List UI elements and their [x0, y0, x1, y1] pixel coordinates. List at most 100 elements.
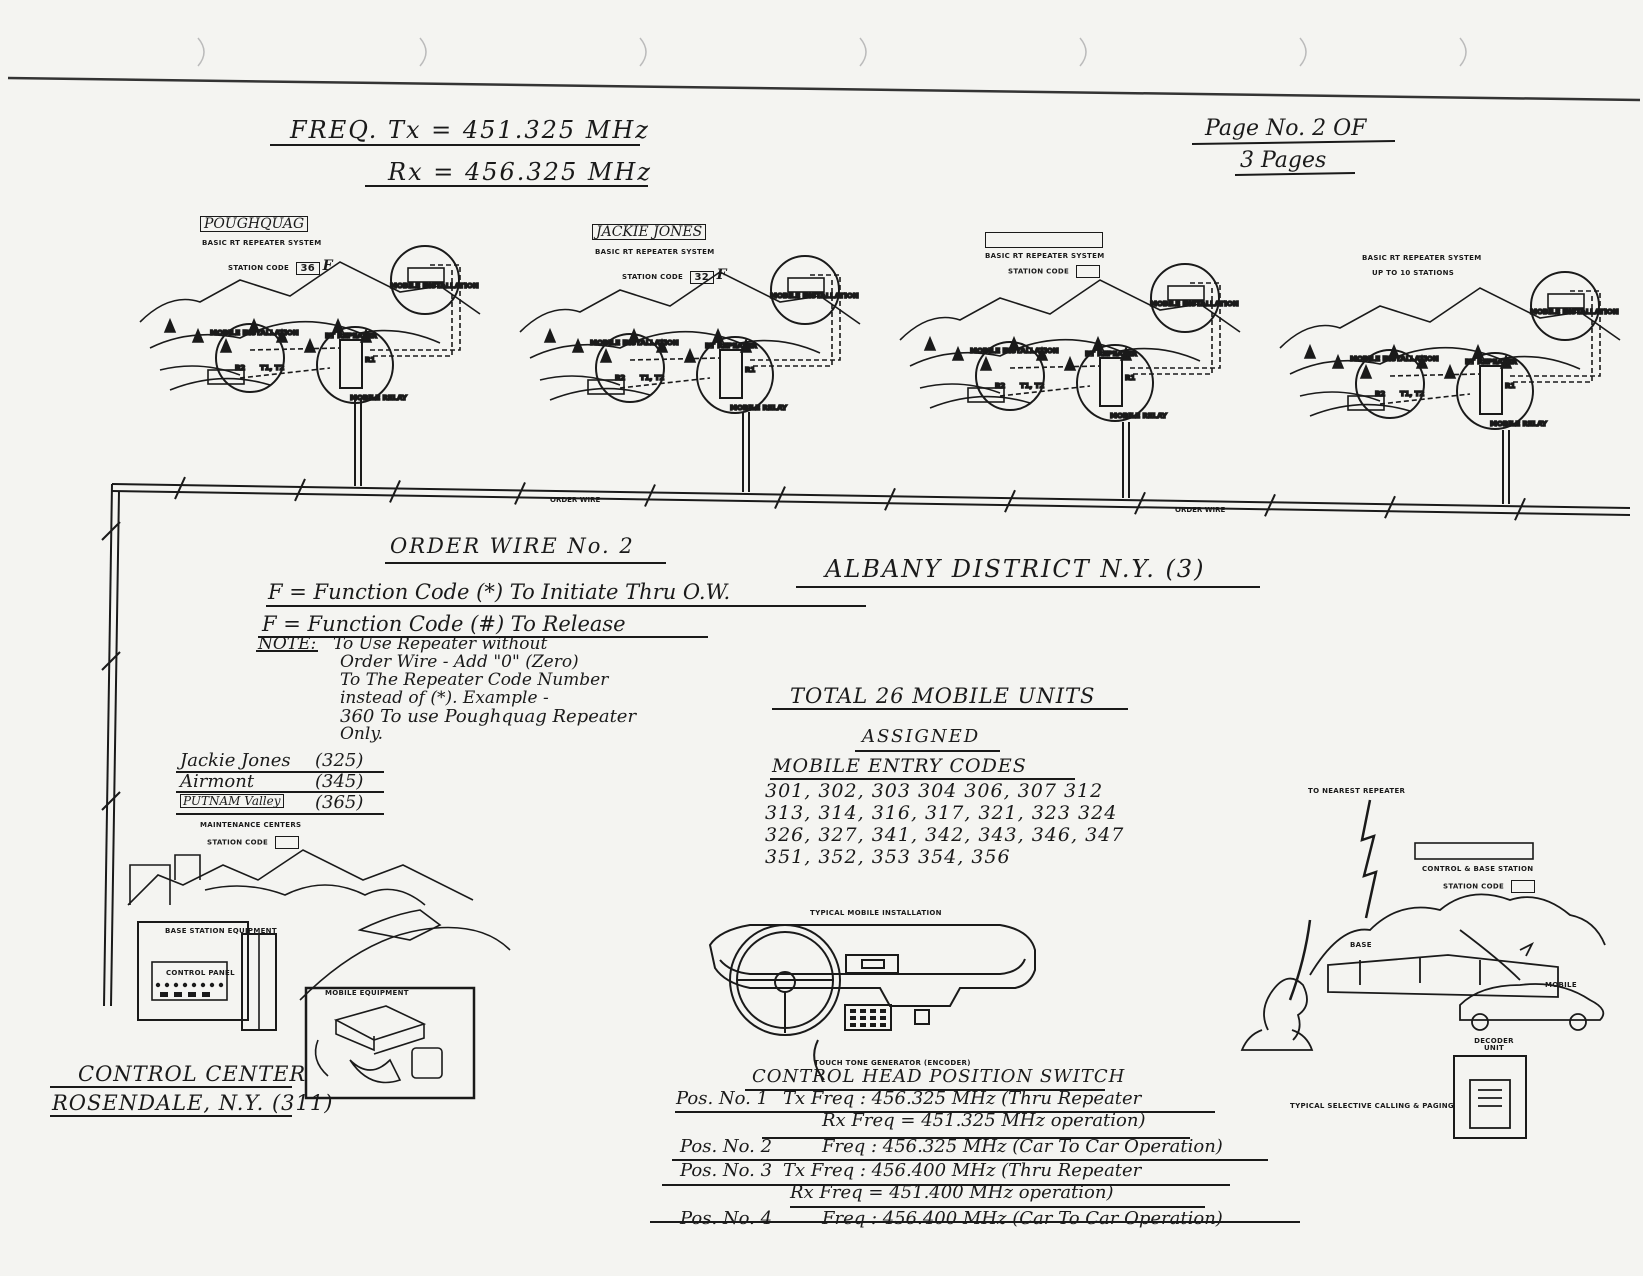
position-label: Pos. No. 1 — [676, 1088, 769, 1109]
base-label: BASE — [1350, 941, 1372, 949]
note-label: NOTE: — [258, 634, 317, 654]
mobile-relay-label: MOBILE RELAY — [730, 404, 788, 412]
repeater-code: (325) — [315, 750, 364, 771]
typical-mobile-label: TYPICAL MOBILE INSTALLATION — [810, 909, 942, 917]
control-center-illustration — [127, 849, 511, 1100]
freq-rx: Rx = 456.325 MHz — [388, 158, 652, 186]
system-subtitle-3: BASIC RT REPEATER SYSTEM — [985, 252, 1105, 260]
station-code-2: STATION CODE 32 F — [622, 268, 727, 284]
mobile-equipment-label: MOBILE EQUIPMENT — [325, 989, 409, 997]
note-line: To Use Repeater without — [333, 634, 548, 654]
decoder-label: DECODER UNIT — [1474, 1037, 1514, 1052]
system-name-box-3 — [985, 232, 1103, 248]
mobile-installation-label: MOBILE INSTALLATION — [770, 292, 859, 300]
district-title: ALBANY DISTRICT N.Y. (3) — [825, 555, 1206, 583]
base-station-equipment-label: BASE STATION EQUIPMENT — [165, 927, 277, 935]
mobile-label: MOBILE — [1545, 981, 1577, 989]
control-base-code-value — [1510, 880, 1535, 893]
freq-tx: FREQ. Tx = 451.325 MHz — [290, 116, 650, 144]
position-label: Pos. No. 2 — [680, 1136, 773, 1157]
order-wire-label: ORDER WIRE — [1175, 506, 1225, 514]
position-line: Freq : 456.400 MHz (Car To Car Operation… — [822, 1208, 1223, 1229]
r1-label: R1 — [745, 366, 755, 374]
order-wire-line — [103, 483, 1631, 1007]
t1t2-label: T1, T2 — [1020, 382, 1045, 390]
rt-repeater-label: RT REPEATER — [1465, 358, 1518, 366]
maintenance-code: STATION CODE — [207, 836, 299, 849]
repeater-name: Airmont — [180, 771, 255, 792]
t1t2-label: T1, T2 — [640, 374, 665, 382]
control-base-station-code: STATION CODE — [1443, 880, 1535, 893]
r1-label: R1 — [365, 356, 375, 364]
mobile-installation-label: MOBILE INSTALLATION — [1150, 300, 1239, 308]
top-rule — [7, 76, 1641, 102]
function-code-release: F = Function Code (#) To Release — [262, 612, 626, 636]
order-wire-hatch — [101, 651, 121, 671]
mobile-installation-label: MOBILE INSTALLATION — [390, 282, 479, 290]
mobile-installation-label: MOBILE INSTALLATION — [1530, 308, 1619, 316]
rt-repeater-label: RT REPEATER — [1085, 350, 1138, 358]
order-wire-hatch — [1134, 491, 1146, 515]
order-wire-hatch — [101, 791, 121, 811]
page-count: 3 Pages — [1240, 148, 1327, 173]
underlines — [50, 140, 1396, 1223]
typical-selective-label: TYPICAL SELECTIVE CALLING & PAGING — [1290, 1102, 1454, 1110]
note-line: 360 To use Poughquag Repeater — [340, 706, 637, 727]
r1-label: R1 — [1505, 382, 1515, 390]
mobile-installation-label: MOBILE INSTALLATION — [590, 339, 679, 347]
position-line: Rx Freq = 451.325 MHz operation) — [822, 1110, 1146, 1131]
order-wire-label: ORDER WIRE — [550, 496, 600, 504]
control-base-station-label: CONTROL & BASE STATION — [1422, 865, 1534, 873]
total-mobile-units: TOTAL 26 MOBILE UNITS — [790, 684, 1096, 708]
repeater-system-3: MOBILE INSTALLATION RT REPEATER MOBILE REL… — [899, 263, 1241, 422]
mobile-relay-label: MOBILE RELAY — [350, 394, 408, 402]
entry-codes-row: 301, 302, 303 304 306, 307 312 — [765, 780, 1104, 802]
station-code-suffix-1: F — [322, 258, 333, 274]
repeater-code: (365) — [315, 792, 364, 813]
control-center-name: CONTROL CENTER — [78, 1062, 307, 1086]
position-line: Freq : 456.325 MHz (Car To Car Operation… — [822, 1136, 1223, 1157]
system-subtitle-1: BASIC RT REPEATER SYSTEM — [202, 239, 322, 247]
station-code-3: STATION CODE — [1008, 265, 1100, 278]
system-name-1: POUGHQUAG — [200, 216, 309, 232]
entry-codes-row: 351, 352, 353 354, 356 — [765, 846, 1011, 868]
mobile-installation-label: MOBILE INSTALLATION — [970, 347, 1059, 355]
control-base-code-label: STATION CODE — [1443, 882, 1505, 891]
control-panel-label: CONTROL PANEL — [166, 969, 235, 977]
position-line: Tx Freq : 456.400 MHz (Thru Repeater — [783, 1160, 1142, 1181]
to-nearest-repeater-label: TO NEAREST REPEATER — [1308, 787, 1406, 795]
order-wire-hatch — [101, 521, 121, 541]
entry-codes-row: 313, 314, 316, 317, 321, 323 324 — [765, 802, 1118, 824]
station-code-1: STATION CODE 36 F — [228, 259, 333, 275]
touch-tone-label: TOUCH TONE GENERATOR (ENCODER) — [814, 1059, 971, 1067]
r2-label: R2 — [615, 374, 625, 382]
station-code-value-1: 36 — [295, 261, 320, 275]
order-wire-hatch — [644, 484, 656, 507]
note-line: instead of (*). Example - — [340, 688, 549, 708]
function-code-initiate: F = Function Code (*) To Initiate Thru O… — [268, 580, 731, 604]
entry-codes-row: 326, 327, 341, 342, 343, 346, 347 — [765, 824, 1125, 846]
note-line: To The Repeater Code Number — [340, 670, 609, 690]
control-center-location: ROSENDALE, N.Y. (311) — [52, 1091, 334, 1115]
station-code-suffix-2: F — [716, 267, 727, 283]
repeater-drops — [354, 398, 1510, 504]
position-label: Pos. No. 3 — [680, 1160, 773, 1181]
order-wire-hatch — [174, 476, 186, 500]
station-code-label-3: STATION CODE — [1008, 267, 1070, 276]
system-subtitle-2: BASIC RT REPEATER SYSTEM — [595, 248, 715, 256]
order-wire-hatch — [389, 480, 401, 503]
r2-label: R2 — [1375, 390, 1385, 398]
punch-holes — [197, 37, 1467, 67]
order-wire-hatch — [1384, 495, 1396, 519]
r2-label: R2 — [995, 382, 1005, 390]
entry-codes-title: MOBILE ENTRY CODES — [772, 755, 1027, 777]
note-line: Only. — [340, 724, 384, 744]
station-code-value-3 — [1075, 265, 1100, 278]
order-wire-hatch — [1264, 493, 1276, 517]
repeater-system-illustrations: MOBILE INSTALLATION RT REPEATER MOBILE REL… — [139, 245, 1621, 430]
mobile-relay-label: MOBILE RELAY — [1110, 412, 1168, 420]
